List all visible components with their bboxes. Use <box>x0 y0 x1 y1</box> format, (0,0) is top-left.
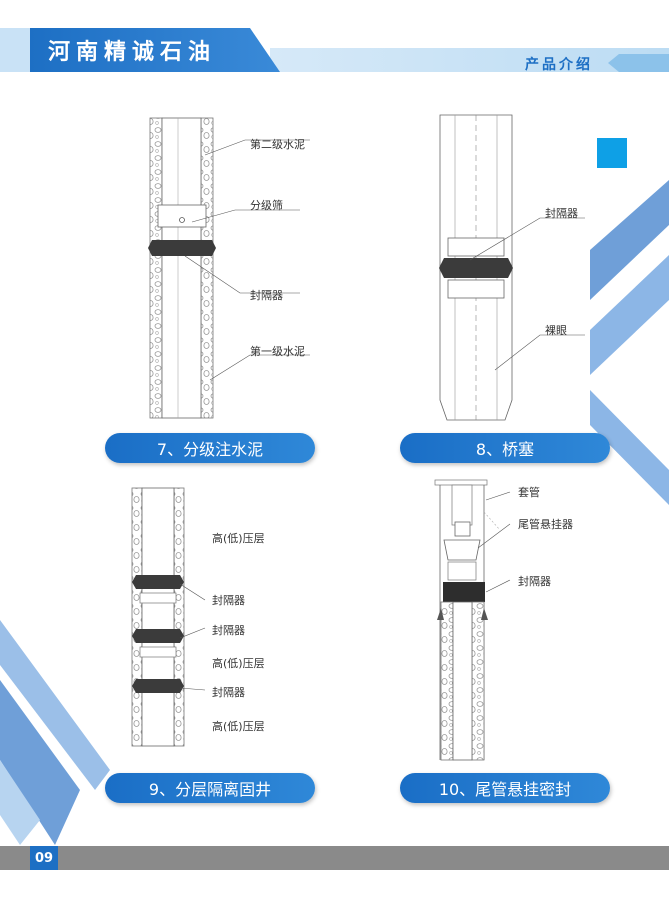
caption-diagram-10: 10、尾管悬挂密封 <box>400 773 610 803</box>
label-packer: 封隔器 <box>250 289 283 302</box>
section-arrow-decoration <box>608 54 669 72</box>
label-packer: 封隔器 <box>545 207 578 220</box>
footer-bar <box>0 846 669 870</box>
packer <box>439 258 513 278</box>
header-strip <box>270 48 669 72</box>
label-pressure-layer: 高(低)压层 <box>212 720 265 733</box>
packer <box>443 582 485 602</box>
caption-diagram-7: 7、分级注水泥 <box>105 433 315 463</box>
stripe-left-2 <box>0 680 80 845</box>
label-first-stage-cement: 第一级水泥 <box>250 345 305 358</box>
company-title: 河南精诚石油 <box>30 28 280 72</box>
stripe-left-3 <box>0 760 40 845</box>
label-casing: 套管 <box>518 486 540 499</box>
label-packer: 封隔器 <box>212 686 245 699</box>
page-number: 09 <box>30 846 58 870</box>
label-stage-collar: 分级筛 <box>250 199 283 212</box>
label-open-hole: 裸眼 <box>545 324 567 337</box>
label-pressure-layer: 高(低)压层 <box>212 532 265 545</box>
stripe-right-2 <box>590 255 669 375</box>
header-accent-block <box>0 28 30 72</box>
stripe-left-1 <box>0 620 110 790</box>
label-liner-hanger: 尾管悬挂器 <box>518 518 573 531</box>
label-packer: 封隔器 <box>212 594 245 607</box>
packer <box>132 629 184 643</box>
label-packer: 封隔器 <box>212 624 245 637</box>
packer <box>132 575 184 589</box>
cyan-square-decoration <box>597 138 627 168</box>
label-pressure-layer: 高(低)压层 <box>212 657 265 670</box>
label-packer: 封隔器 <box>518 575 551 588</box>
stripe-right-3 <box>590 390 669 505</box>
label-second-stage-cement: 第二级水泥 <box>250 138 305 151</box>
packer <box>148 240 216 256</box>
section-title: 产品介绍 <box>525 57 593 73</box>
caption-diagram-8: 8、桥塞 <box>400 433 610 463</box>
caption-diagram-9: 9、分层隔离固井 <box>105 773 315 803</box>
stripe-right-1 <box>590 180 669 300</box>
packer <box>132 679 184 693</box>
